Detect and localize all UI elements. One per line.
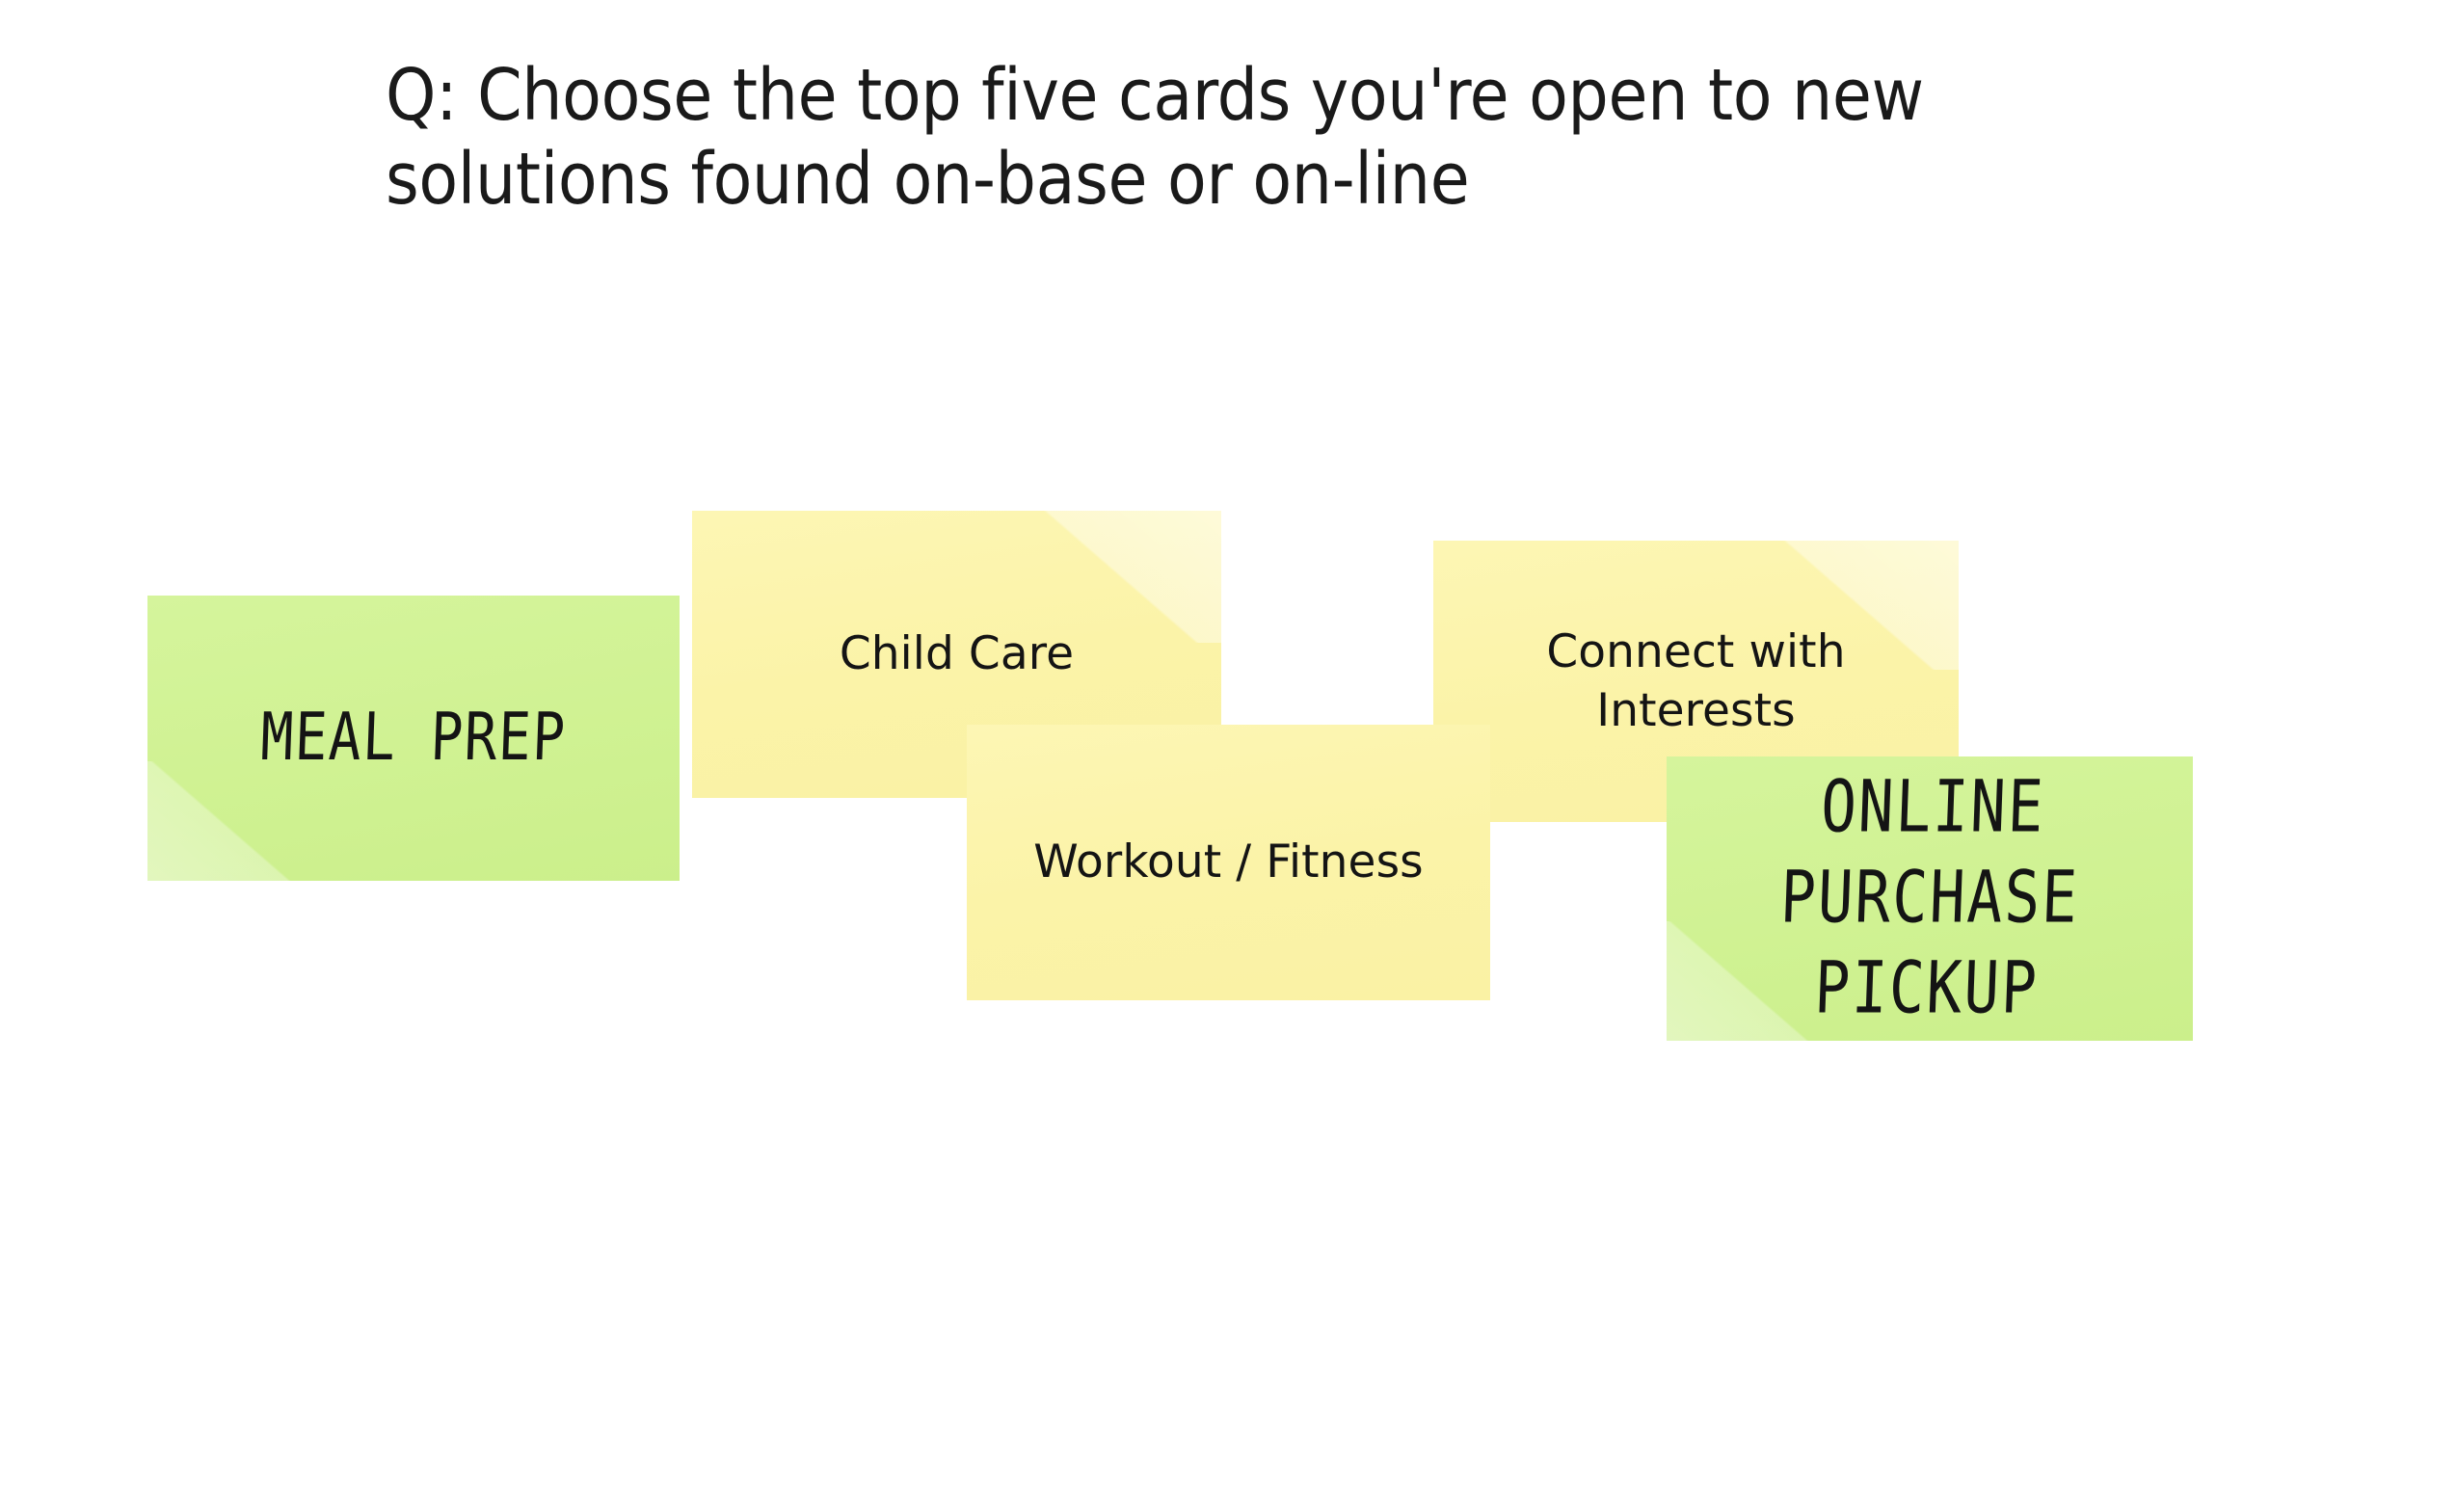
- sticky-note-label: Child Care: [839, 627, 1075, 681]
- note-surface: [967, 725, 1490, 1000]
- sticky-note-workout-fitness[interactable]: Workout / Fitness: [967, 725, 1490, 1000]
- sticky-note-online-purchase-pickup[interactable]: ONLINE PURCHASE PICKUP: [1667, 756, 2193, 1041]
- question-heading: Q: Choose the top five cards you're open…: [386, 54, 1924, 222]
- sticky-note-label: ONLINE PURCHASE PICKUP: [1778, 765, 2081, 1030]
- sticky-note-label: Connect with Interests: [1546, 624, 1846, 737]
- note-surface: [147, 596, 680, 881]
- note-surface: [1667, 756, 2193, 1041]
- sticky-note-meal-prep[interactable]: MEAL PREP: [147, 596, 680, 881]
- sticky-note-label: Workout / Fitness: [1033, 836, 1424, 889]
- sticky-note-label: MEAL PREP: [259, 699, 568, 776]
